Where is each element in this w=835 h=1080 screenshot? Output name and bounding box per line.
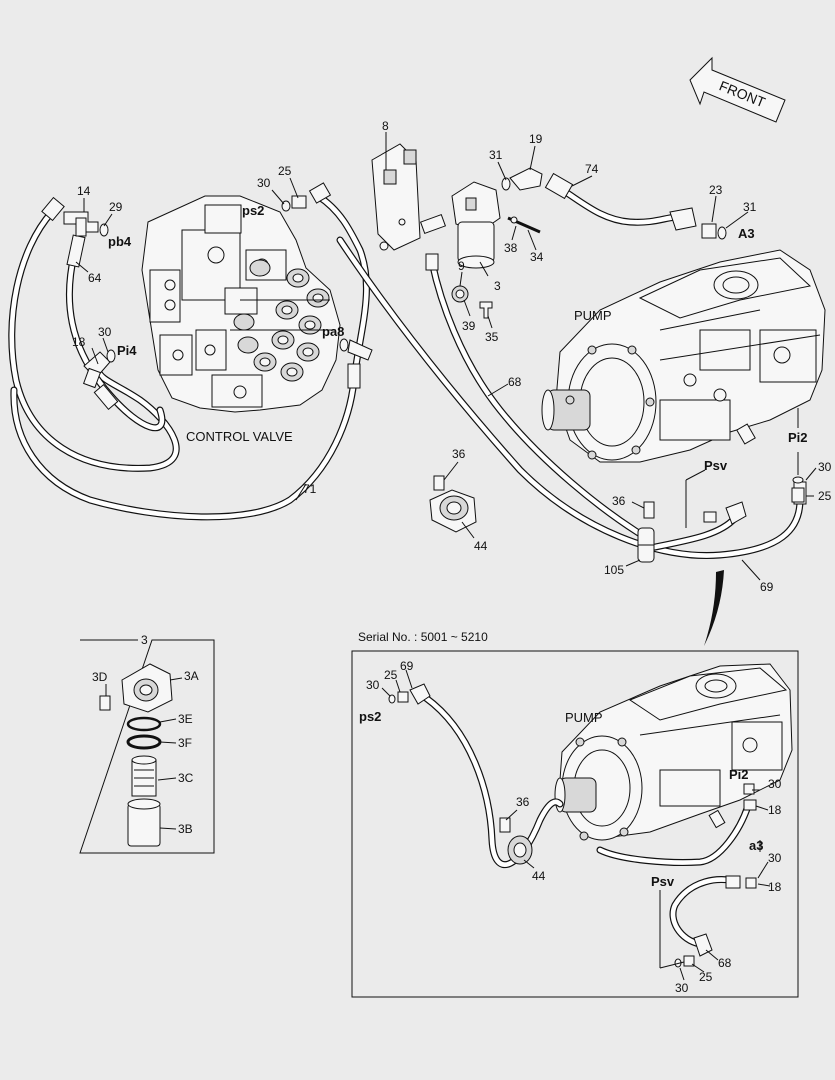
filter-subassembly-box: 3 3D 3A 3E 3F 3C 3B bbox=[79, 633, 215, 854]
port-pi2: Pi2 bbox=[788, 430, 808, 445]
port-pi4: Pi4 bbox=[117, 343, 137, 358]
callout-30-pump: 30 bbox=[818, 460, 832, 474]
grommet-44 bbox=[429, 475, 477, 533]
callout-34: 34 bbox=[530, 250, 544, 264]
front-arrow: FRONT bbox=[689, 56, 786, 123]
callout-31-a: 31 bbox=[489, 148, 503, 162]
inset-callout-36: 36 bbox=[516, 795, 530, 809]
callout-18: 18 bbox=[72, 335, 86, 349]
bolt-34 bbox=[507, 216, 541, 234]
callout-23: 23 bbox=[709, 183, 723, 197]
inset-callout-18-b: 18 bbox=[768, 880, 782, 894]
callout-31-b: 31 bbox=[743, 200, 757, 214]
bolt-36 bbox=[643, 501, 655, 519]
callout-68: 68 bbox=[508, 375, 522, 389]
callout-35: 35 bbox=[485, 330, 499, 344]
inset-callout-30: 30 bbox=[366, 678, 380, 692]
port-ps2: ps2 bbox=[242, 203, 264, 218]
filter-fitting bbox=[419, 213, 447, 235]
main-labels: CONTROL VALVE PUMP ps2 pb4 Pi4 pa8 A3 Pi… bbox=[72, 119, 832, 594]
callout-3D: 3D bbox=[92, 670, 108, 684]
callout-36-b: 36 bbox=[612, 494, 626, 508]
serial-inset: Serial No. : 5001 ~ 5210 bbox=[351, 630, 799, 998]
fitting-18 bbox=[82, 349, 116, 389]
serial-label: Serial No. : 5001 ~ 5210 bbox=[358, 630, 488, 644]
fitting-14 bbox=[63, 211, 109, 237]
inset-port-psv: Psv bbox=[651, 874, 675, 889]
filter-3 bbox=[451, 181, 501, 269]
pump-label: PUMP bbox=[574, 308, 612, 323]
callout-3B: 3B bbox=[178, 822, 193, 836]
inset-callout-69: 69 bbox=[400, 659, 414, 673]
callout-105: 105 bbox=[604, 563, 624, 577]
hose-71 bbox=[10, 182, 370, 521]
inset-callout-30-b: 30 bbox=[768, 777, 782, 791]
fitting-19 bbox=[501, 167, 543, 191]
callout-29: 29 bbox=[109, 200, 123, 214]
bracket-8 bbox=[371, 143, 421, 251]
callout-19: 19 bbox=[529, 132, 543, 146]
hose-68 bbox=[425, 253, 654, 544]
hose-psv bbox=[646, 501, 747, 552]
inset-port-pi2: Pi2 bbox=[729, 767, 749, 782]
callout-3E: 3E bbox=[178, 712, 193, 726]
port-psv: Psv bbox=[704, 458, 728, 473]
inset-callout-30-d: 30 bbox=[675, 981, 689, 995]
callout-9: 9 bbox=[458, 259, 465, 273]
fitting-pa8 bbox=[339, 338, 373, 361]
callout-25-top: 25 bbox=[278, 164, 292, 178]
callout-3F: 3F bbox=[178, 736, 192, 750]
inset-callout-25: 25 bbox=[384, 668, 398, 682]
callout-3: 3 bbox=[494, 279, 501, 293]
main-pump bbox=[541, 249, 826, 463]
callout-64: 64 bbox=[88, 271, 102, 285]
inset-callout-44: 44 bbox=[532, 869, 546, 883]
callout-69: 69 bbox=[760, 580, 774, 594]
control-valve bbox=[141, 195, 341, 413]
callout-8: 8 bbox=[382, 119, 389, 133]
fitting-25 bbox=[281, 195, 307, 212]
control-valve-label: CONTROL VALVE bbox=[186, 429, 293, 444]
inset-callout-68: 68 bbox=[718, 956, 732, 970]
callout-3C: 3C bbox=[178, 771, 194, 785]
port-a3: A3 bbox=[738, 226, 755, 241]
fitting-23 bbox=[701, 223, 727, 240]
leader-lines bbox=[75, 132, 817, 581]
inset-callout-30-c: 30 bbox=[768, 851, 782, 865]
callout-30-left: 30 bbox=[98, 325, 112, 339]
callout-36-a: 36 bbox=[452, 447, 466, 461]
pi2-fitting bbox=[791, 476, 805, 503]
inset-callout-25-b: 25 bbox=[699, 970, 713, 984]
fitting-9 bbox=[451, 285, 493, 319]
hose-64 bbox=[8, 196, 180, 472]
subassembly-title: 3 bbox=[141, 633, 148, 647]
callout-74: 74 bbox=[585, 162, 599, 176]
port-pa8: pa8 bbox=[322, 324, 344, 339]
callout-30-top: 30 bbox=[257, 176, 271, 190]
inset-port-a3: a3 bbox=[749, 838, 763, 853]
detail-pointer bbox=[704, 570, 724, 646]
callout-71: 71 bbox=[303, 482, 317, 496]
callout-38: 38 bbox=[504, 241, 518, 255]
callout-39: 39 bbox=[462, 319, 476, 333]
inset-port-ps2: ps2 bbox=[359, 709, 381, 724]
inset-pump-label: PUMP bbox=[565, 710, 603, 725]
callout-25-pump: 25 bbox=[818, 489, 832, 503]
clamp-105 bbox=[637, 527, 655, 563]
callout-44: 44 bbox=[474, 539, 488, 553]
hose-74 bbox=[544, 172, 697, 231]
inset-callout-18: 18 bbox=[768, 803, 782, 817]
port-pb4: pb4 bbox=[108, 234, 132, 249]
callout-14: 14 bbox=[77, 184, 91, 198]
callout-3A: 3A bbox=[184, 669, 199, 683]
